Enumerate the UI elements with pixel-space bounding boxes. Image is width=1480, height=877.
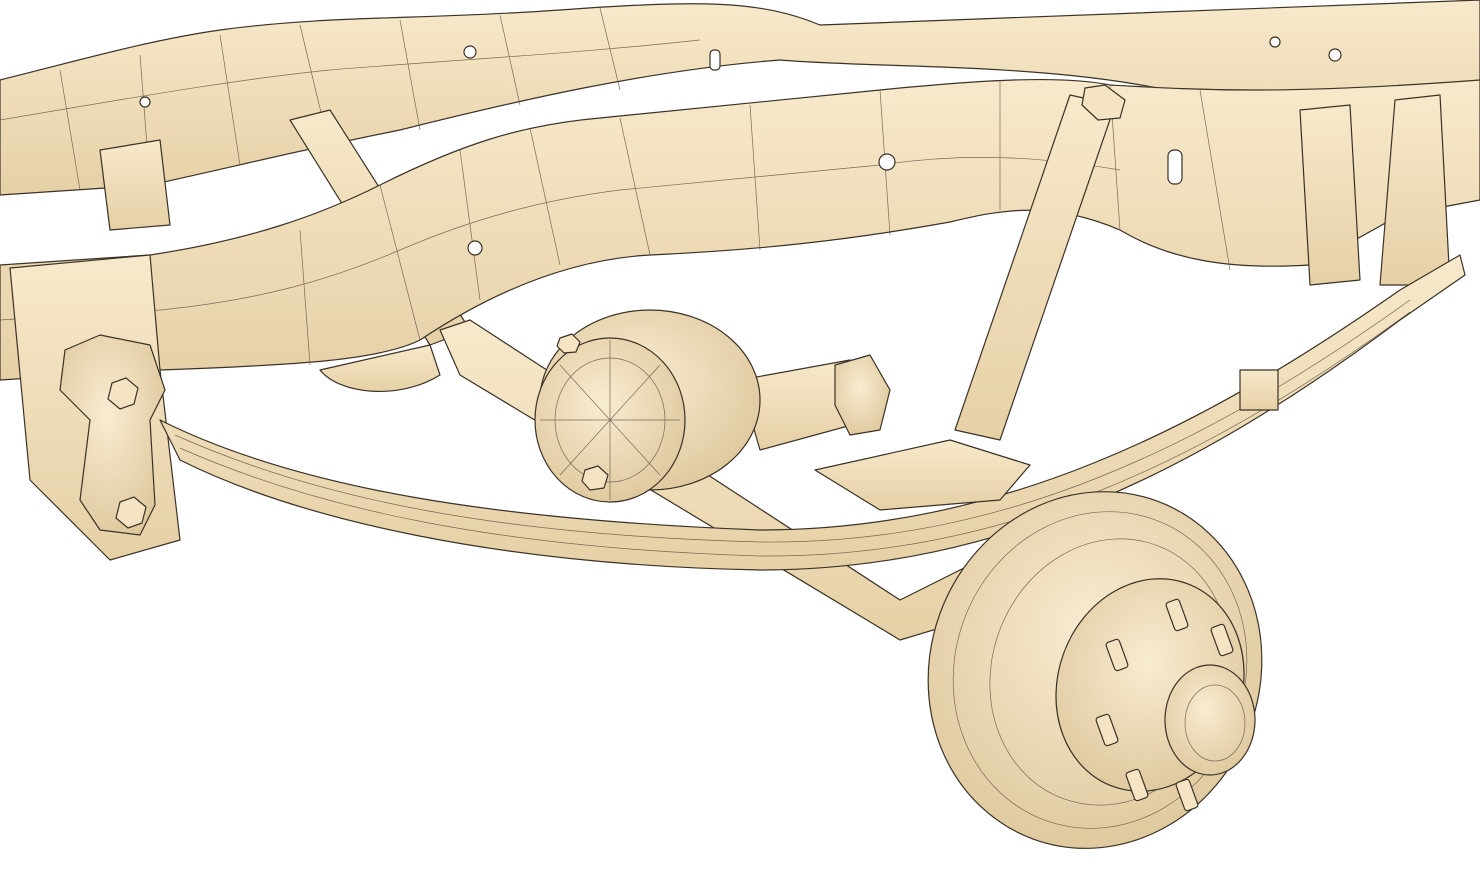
- leaf-spring: [159, 254, 1466, 571]
- differential-cover: [534, 309, 761, 503]
- brake-drum-wheel-hub: [927, 491, 1263, 849]
- spring-shackle: [59, 334, 166, 536]
- shock-absorber: [954, 84, 1126, 441]
